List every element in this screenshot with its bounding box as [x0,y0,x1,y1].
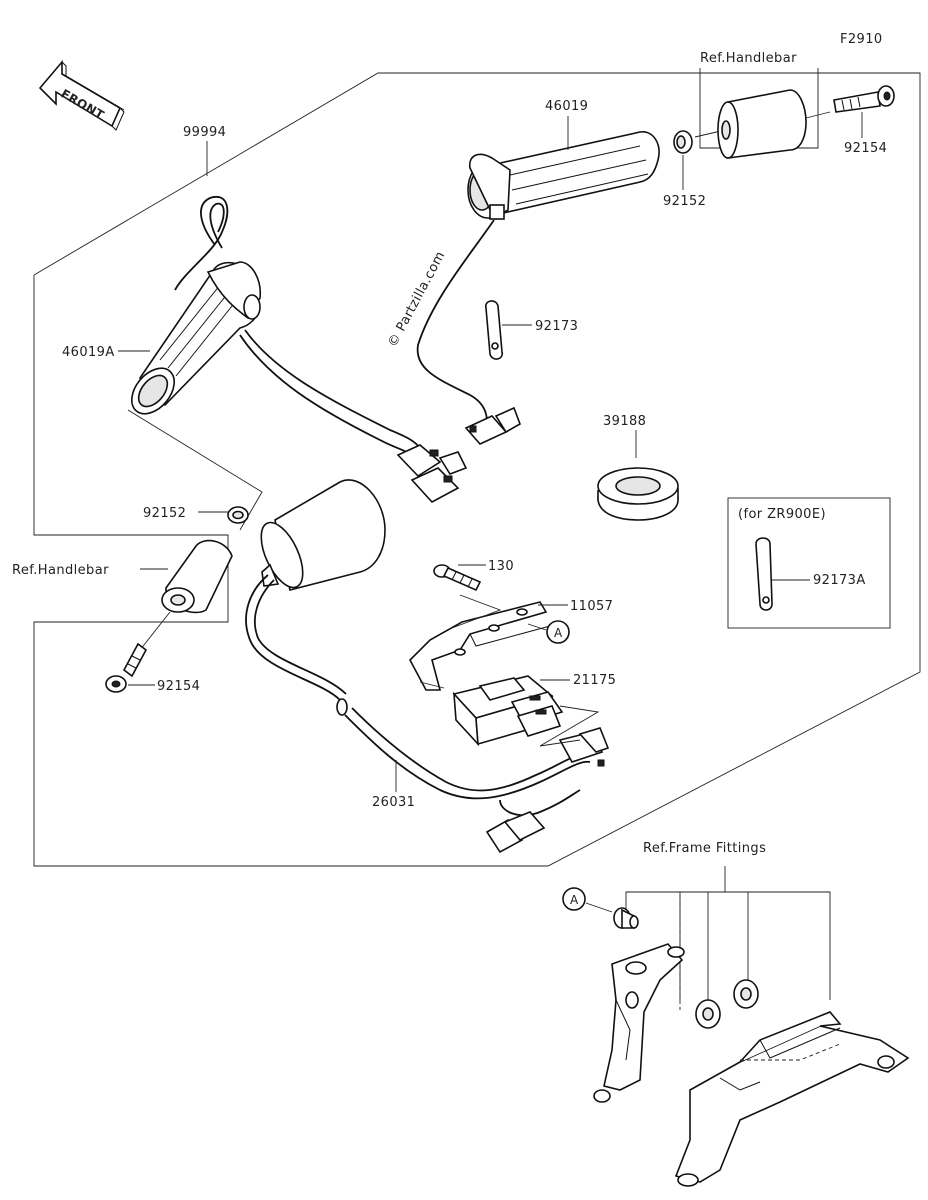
callout-99994: 99994 [183,125,226,140]
axis-left-bolt [139,611,171,651]
callout-92152-right: 92152 [663,194,706,209]
circle-a-marker [546,620,570,644]
leader-connector-group [539,705,600,747]
ref-handlebar-top: Ref.Handlebar [700,51,797,66]
circle-a-marker-2 [562,887,586,911]
rubber-grommet-1 [695,999,721,1029]
callout-92154-left: 92154 [157,679,200,694]
rubber-grommet-2 [733,979,759,1009]
right-washer-92152 [673,130,693,154]
controller-21175 [452,675,564,747]
callout-11057: 11057 [570,599,613,614]
frame-bracket-left [593,943,685,1103]
bracket-11057 [409,601,551,691]
ref-handlebar-left: Ref.Handlebar [12,563,109,578]
figure-code: F2910 [840,32,883,47]
kit-boundary [33,72,921,867]
leader-circle-a-2 [585,902,613,913]
axis-right-bolt [805,111,831,119]
leader-circle-a [527,623,547,631]
callout-46019: 46019 [545,99,588,114]
callout-130: 130 [488,559,514,574]
circle-a-label: A [554,626,563,640]
callout-92173a: 92173A [813,573,866,588]
front-arrow-icon: FRONT [38,59,125,131]
right-bar-end-weight [717,89,807,159]
left-bolt-92154 [105,642,148,693]
callout-92154-right: 92154 [844,141,887,156]
left-bar-end-weight [161,539,233,614]
variant-box [727,497,891,629]
left-heated-grip [131,195,468,504]
callout-26031: 26031 [372,795,415,810]
cable-band-92173 [485,300,503,360]
collar-part [613,907,639,929]
circle-a-label-2: A [570,893,579,907]
left-washer-92152 [227,506,249,524]
right-bolt-92154 [833,85,895,113]
leader-bracket-to-controller [419,681,445,689]
ref-frame-fittings: Ref.Frame Fittings [643,841,766,856]
callout-92152-left: 92152 [143,506,186,521]
cable-band-92173a [755,537,773,611]
frame-fittings-bracket [625,891,831,1000]
grommet-39188 [597,467,679,521]
callout-92173: 92173 [535,319,578,334]
callout-21175: 21175 [573,673,616,688]
right-heated-grip [416,131,660,445]
leader-130-to-bracket [451,594,502,629]
frame-bracket-right [674,1011,910,1187]
bolt-130 [433,564,482,592]
variant-box-title: (for ZR900E) [738,507,826,522]
wiring-harness-26031 [245,479,610,854]
callout-39188: 39188 [603,414,646,429]
callout-46019a: 46019A [62,345,115,360]
